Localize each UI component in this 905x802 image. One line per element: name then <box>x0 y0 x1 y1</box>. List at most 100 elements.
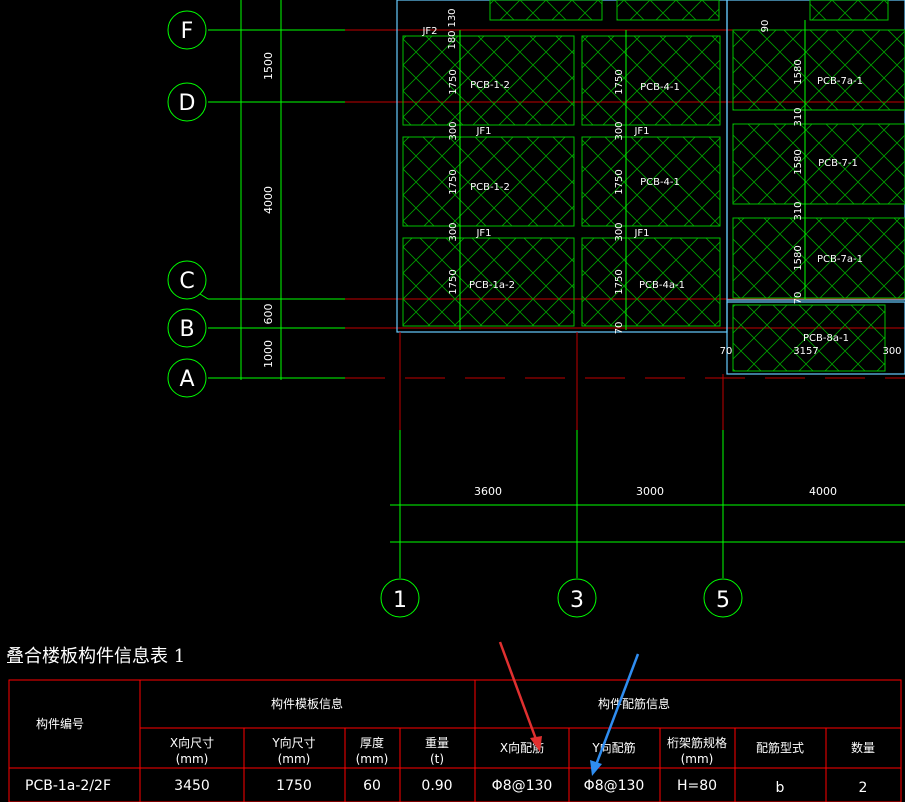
small-dim: 310 <box>793 107 804 126</box>
col-header: 桁架筋规格 <box>667 735 727 750</box>
dim-600: 600 <box>262 304 275 325</box>
col-header: 数量 <box>851 740 875 755</box>
dim-4000-h: 4000 <box>809 485 837 498</box>
horizontal-dimension-texts: 3600 3000 4000 <box>474 485 837 498</box>
col-header-unit: (mm) <box>176 752 209 766</box>
slab-dim: 3157 <box>793 346 818 357</box>
joint-label: JF2 <box>421 26 437 37</box>
small-dim: 90 <box>760 20 771 33</box>
table-title: 叠合楼板构件信息表 1 <box>6 646 185 667</box>
slab-dim: 1750 <box>614 69 625 94</box>
vertical-dimension-lines <box>232 0 290 380</box>
slab-label: PCB-4-1 <box>640 82 680 93</box>
col-header: 重量 <box>425 736 449 750</box>
axis-label-F: F <box>181 19 194 44</box>
table-cell: PCB-1a-2/2F <box>25 778 111 794</box>
col-header: 厚度 <box>360 735 384 750</box>
table-cell: Φ8@130 <box>584 778 645 794</box>
vertical-dimension-texts: 1500 4000 600 1000 <box>262 52 275 368</box>
blue-arrow-head-icon <box>590 760 602 776</box>
small-dim: 300 <box>882 346 901 357</box>
slab-dim: 1580 <box>793 245 804 270</box>
small-dimension-texts: 180 130 300 300 300 300 310 310 70 70 70… <box>447 8 902 357</box>
axis-label-1: 1 <box>393 588 407 613</box>
annotation-arrows <box>498 641 640 776</box>
joint-label: JF1 <box>633 126 649 137</box>
axis-label-A: A <box>179 367 194 392</box>
dim-3600: 3600 <box>474 485 502 498</box>
col-id-header: 构件编号 <box>36 716 84 731</box>
slab-label: PCB-1a-2 <box>469 280 515 291</box>
small-dim: 300 <box>614 222 625 241</box>
axis-label-B: B <box>179 317 194 342</box>
dim-4000: 4000 <box>262 186 275 214</box>
small-dim: 310 <box>793 201 804 220</box>
axis-label-C: C <box>179 269 194 294</box>
small-dim: 70 <box>614 322 625 335</box>
dim-1500: 1500 <box>262 52 275 80</box>
col-header-unit: (t) <box>430 752 444 766</box>
slab-label: PCB-1-2 <box>470 182 510 193</box>
axis-label-5: 5 <box>716 588 730 613</box>
small-dim: 180 <box>447 30 458 49</box>
joint-label: JF1 <box>633 228 649 239</box>
slab-label: PCB-1-2 <box>470 80 510 91</box>
red-arrow-head-icon <box>530 736 542 752</box>
slab-label: PCB-4a-1 <box>639 280 685 291</box>
slab-dimension-lines <box>459 20 806 330</box>
small-dim: 300 <box>614 121 625 140</box>
slab-dim: 1750 <box>614 269 625 294</box>
slab-dimension-texts: 1750 1750 1580 1750 1750 1580 1750 1750 … <box>448 59 804 294</box>
joint-label: JF1 <box>475 228 491 239</box>
slab-label: PCB-8a-1 <box>803 333 849 344</box>
table-cell: Φ8@130 <box>492 778 553 794</box>
col-header: Y向尺寸 <box>271 735 315 750</box>
slab-dim: 1580 <box>793 149 804 174</box>
group-size-header: 构件模板信息 <box>271 696 343 711</box>
dim-3000: 3000 <box>636 485 664 498</box>
column-axis-bubbles: 1 3 5 <box>380 578 743 618</box>
table-cell: 0.90 <box>421 778 452 794</box>
table-cell: 3450 <box>174 778 210 794</box>
slab-dim: 1750 <box>448 269 459 294</box>
axis-label-D: D <box>179 91 196 116</box>
slab-dim: 1750 <box>614 169 625 194</box>
group-rebar-header: 构件配筋信息 <box>598 696 670 711</box>
col-header-unit: (mm) <box>356 752 389 766</box>
joint-labels: JF2 JF1 JF1 JF1 JF1 <box>421 26 649 239</box>
small-dim: 130 <box>447 8 458 27</box>
table-cell: 2 <box>859 780 868 796</box>
small-dim: 70 <box>793 292 804 305</box>
dim-1000: 1000 <box>262 340 275 368</box>
small-dim: 300 <box>448 121 459 140</box>
small-dim: 300 <box>448 222 459 241</box>
table-cell: 60 <box>363 778 381 794</box>
col-header: X向尺寸 <box>170 735 214 750</box>
slab-labels: PCB-1-2 PCB-4-1 PCB-7a-1 PCB-1-2 PCB-4-1… <box>469 76 863 357</box>
table-cell: H=80 <box>677 778 717 794</box>
axis-label-3: 3 <box>570 588 584 613</box>
col-header: X向配筋 <box>500 740 544 755</box>
slab-label: PCB-4-1 <box>640 177 680 188</box>
small-dim: 70 <box>720 346 733 357</box>
table-cell: 1750 <box>276 778 312 794</box>
slab-label: PCB-7a-1 <box>817 76 863 87</box>
plan-outline <box>396 0 905 375</box>
row-axis-bubbles: F D C B A <box>167 10 209 398</box>
col-header: Y向配筋 <box>591 740 635 755</box>
joint-label: JF1 <box>475 126 491 137</box>
slab-label: PCB-7-1 <box>818 158 858 169</box>
slab-dim: 1750 <box>448 169 459 194</box>
col-header-unit: (mm) <box>681 752 714 766</box>
slab-dim: 1580 <box>793 59 804 84</box>
red-arrow-icon <box>498 641 539 743</box>
component-table: 叠合楼板构件信息表 1 构件编号 构件模板信息 构件配筋信息 X向尺寸 (mm)… <box>6 646 902 802</box>
blue-arrow-icon <box>594 653 640 766</box>
col-header: 配筋型式 <box>756 740 804 755</box>
slab-dim: 1750 <box>448 69 459 94</box>
slab-panels <box>402 0 905 372</box>
column-axis-lines <box>390 332 905 578</box>
table-cell: b <box>776 780 785 796</box>
col-header-unit: (mm) <box>278 752 311 766</box>
